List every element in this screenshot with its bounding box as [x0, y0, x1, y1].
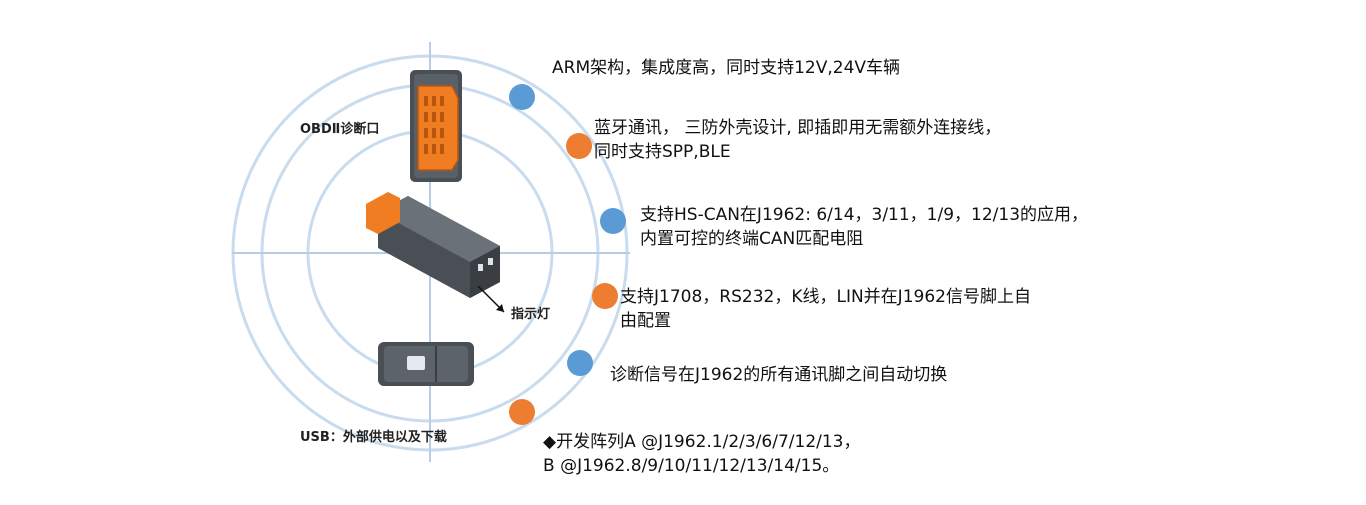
feature-dot-6: [509, 399, 535, 425]
feature-4-line-1: 支持J1708，RS232，K线，LIN并在J1962信号脚上自: [620, 287, 1031, 307]
feature-3-line-2: 内置可控的终端CAN匹配电阻: [640, 229, 864, 249]
feature-text-6: ◆开发阵列A @J1962.1/2/3/6/7/12/13， B @J1962.…: [543, 430, 861, 478]
feature-5-line-1: 诊断信号在J1962的所有通讯脚之间自动切换: [610, 365, 948, 385]
feature-3-line-1: 支持HS-CAN在J1962: 6/14，3/11，1/9，12/13的应用，: [640, 205, 1089, 225]
feature-6-line-1: ◆开发阵列A @J1962.1/2/3/6/7/12/13，: [543, 432, 861, 452]
feature-dot-1: [509, 84, 535, 110]
feature-text-2: 蓝牙通讯， 三防外壳设计, 即插即用无需额外连接线， 同时支持SPP,BLE: [594, 116, 1001, 164]
obd-port-label: OBDⅡ诊断口: [300, 122, 380, 137]
feature-dot-5: [567, 350, 593, 376]
feature-text-4: 支持J1708，RS232，K线，LIN并在J1962信号脚上自 由配置: [620, 285, 1031, 333]
feature-2-line-2: 同时支持SPP,BLE: [594, 142, 731, 162]
feature-dot-2: [566, 133, 592, 159]
feature-4-line-2: 由配置: [620, 311, 671, 331]
usb-label: USB：外部供电以及下载: [300, 430, 447, 445]
feature-2-line-1: 蓝牙通讯， 三防外壳设计, 即插即用无需额外连接线，: [594, 118, 1002, 138]
feature-text-5: 诊断信号在J1962的所有通讯脚之间自动切换: [610, 363, 947, 387]
device-image: [366, 192, 505, 313]
feature-text-3: 支持HS-CAN在J1962: 6/14，3/11，1/9，12/13的应用， …: [640, 203, 1088, 251]
feature-dot-4: [592, 283, 618, 309]
feature-6-line-2: B @J1962.8/9/10/11/12/13/14/15。: [543, 456, 840, 476]
feature-1-line-1: ARM架构，集成度高，同时支持12V,24V车辆: [552, 58, 901, 78]
obd-port-image: [410, 70, 462, 182]
indicator-label: 指示灯: [511, 307, 551, 322]
feature-text-1: ARM架构，集成度高，同时支持12V,24V车辆: [552, 56, 900, 80]
feature-dot-3: [600, 208, 626, 234]
usb-end-image: [378, 342, 474, 386]
